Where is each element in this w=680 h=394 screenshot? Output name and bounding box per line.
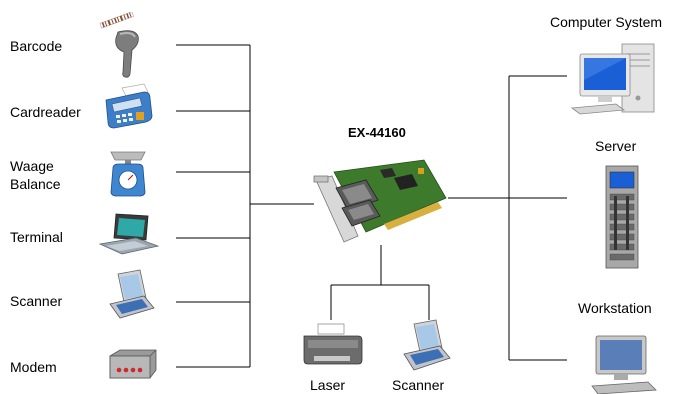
server-rack-icon [605, 165, 639, 269]
computer-system-icon [570, 43, 655, 115]
server-label: Server [595, 138, 637, 154]
workstation-label: Workstation [578, 300, 652, 316]
scanner-left-label: Scanner [10, 293, 63, 309]
cardreader-label: Cardreader [10, 104, 81, 120]
terminal-label: Terminal [10, 229, 63, 245]
flatbed-scanner-icon [109, 269, 155, 319]
terminal-icon [98, 213, 160, 255]
pci-card-icon [313, 159, 447, 243]
modem-label: Modem [10, 359, 57, 375]
workstation-icon [591, 335, 657, 394]
barcode-scanner-icon [99, 12, 139, 78]
card-reader-icon [105, 83, 153, 129]
scanner-bottom-label: Scanner [392, 377, 445, 393]
laser-printer-icon [303, 323, 363, 365]
barcode-label: Barcode [10, 38, 63, 54]
scale-icon [110, 151, 146, 197]
modem-icon [109, 349, 157, 379]
balance-label: Balance [10, 176, 61, 192]
flatbed-scanner-icon [403, 319, 451, 371]
laser-label: Laser [310, 377, 346, 393]
waage-label: Waage [10, 158, 54, 174]
computer-system-label: Computer System [550, 14, 663, 30]
card-title: EX-44160 [348, 125, 406, 140]
